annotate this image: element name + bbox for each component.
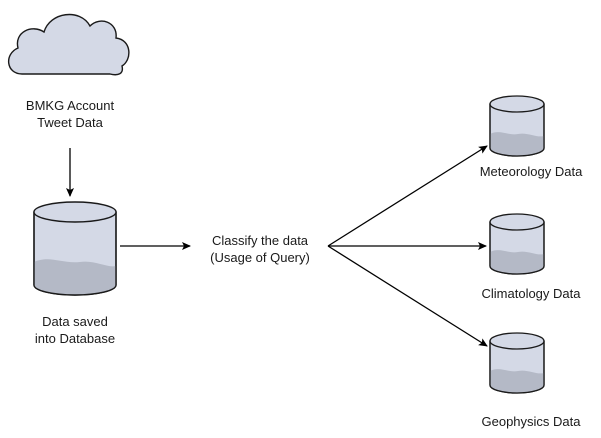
arrow-classify-to-meteorology [327,145,488,247]
database-icon [33,201,117,296]
meteorology-label-text: Meteorology Data [479,164,583,179]
geophysics-label: Geophysics Data [466,413,596,430]
meteorology-label: Meteorology Data [466,163,596,180]
database-label: Data saved into Database [5,313,145,347]
geophysics-database-icon [489,332,545,394]
classify-label: Classify the data (Usage of Query) [185,232,335,266]
source-label-line2: Tweet Data [37,115,103,130]
climatology-label: Climatology Data [466,285,596,302]
database-label-line2: into Database [34,331,116,346]
climatology-label-text: Climatology Data [481,286,581,301]
source-label-line1: BMKG Account [25,98,115,113]
classify-label-line1: Classify the data [211,233,309,248]
source-label: BMKG Account Tweet Data [0,97,140,131]
meteorology-database-icon [489,95,545,157]
arrow-classify-to-geophysics [327,245,488,347]
geophysics-label-text: Geophysics Data [481,414,581,429]
classify-label-line2: (Usage of Query) [210,250,310,265]
cloud-icon [8,13,130,76]
climatology-database-icon [489,213,545,275]
database-label-line1: Data saved [42,314,108,329]
